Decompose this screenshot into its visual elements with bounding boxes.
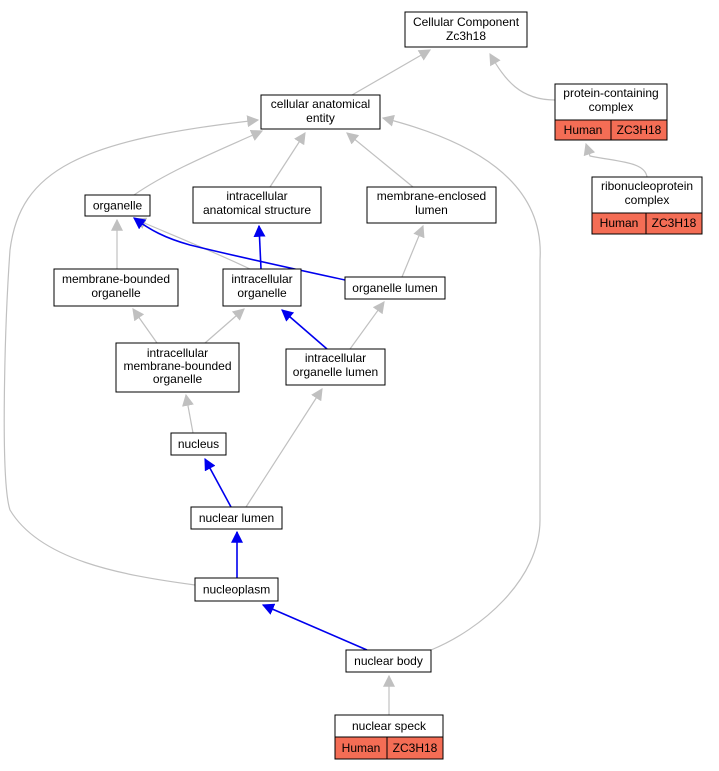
edge-is-a-nucleus-to-imbo (182, 393, 194, 434)
node-intracellular-membrane-bounded-organelle[interactable]: intracellular membrane-bounded organelle (115, 342, 240, 393)
edge-is-a-imbo-to-io (204, 308, 245, 344)
edge-is-a-mel-to-cae (346, 132, 414, 188)
node-label-line: nuclear body (354, 654, 423, 668)
edge-is-a-nplasm-to-cae (3, 115, 260, 586)
node-label-line: lumen (415, 203, 448, 217)
node-label-line: membrane-bounded (123, 359, 231, 373)
edge-part-of-iol-to-io (281, 309, 328, 350)
annotation-gene: ZC3H18 (652, 216, 697, 230)
edge-is-a-nbody-to-cae (381, 114, 541, 651)
annotation-gene-cell (610, 119, 668, 141)
edge-is-a-imbo-to-mbo (132, 308, 158, 344)
node-organelle-lumen[interactable]: organelle lumen (344, 276, 446, 300)
annotation-gene: ZC3H18 (393, 741, 438, 755)
edge-is-a-organelle-to-cae (133, 129, 264, 196)
node-label-line: nuclear speck (352, 719, 427, 733)
node-label-line: Zc3h18 (446, 29, 486, 43)
node-label-line: organelle (93, 199, 143, 213)
edge-is-a-ol-to-mel (401, 224, 425, 278)
edge-part-of-ol-to-organelle (133, 217, 346, 281)
edge-is-a-rnp-to-pcc (583, 142, 648, 178)
edge-is-a-pcc-to-root (489, 52, 556, 101)
node-membrane-bounded-organelle[interactable]: membrane-bounded organelle (53, 268, 179, 307)
node-label-line: ribonucleoprotein (601, 179, 693, 193)
edges-layer (3, 49, 648, 715)
node-label-line: anatomical structure (203, 203, 311, 217)
annotation-gene-cell (645, 212, 703, 235)
edge-part-of-io-to-ias (253, 224, 266, 270)
node-label-line: organelle (91, 286, 141, 300)
node-intracellular-organelle[interactable]: intracellular organelle (222, 268, 302, 307)
edge-is-a-iol-to-ol (349, 301, 385, 350)
node-label-line: membrane-enclosed (377, 189, 486, 203)
edge-part-of-nbody-to-nplasm (261, 603, 368, 651)
node-label-line: intracellular (226, 189, 287, 203)
node-cellular-component-root[interactable]: Cellular Component Zc3h18 (404, 11, 528, 48)
node-protein-containing-complex[interactable]: protein-containing complex Human ZC3H18 (554, 83, 668, 141)
node-nuclear-lumen[interactable]: nuclear lumen (190, 506, 283, 530)
node-label-line: cellular anatomical (271, 97, 370, 111)
node-organelle[interactable]: organelle (84, 194, 151, 217)
node-label-line: intracellular (305, 351, 366, 365)
node-label-line: intracellular (231, 272, 292, 286)
node-label-line: nucleoplasm (203, 583, 270, 597)
node-ribonucleoprotein-complex[interactable]: ribonucleoprotein complex Human ZC3H18 (591, 176, 703, 235)
node-nuclear-speck[interactable]: nuclear speck Human ZC3H18 (334, 714, 444, 760)
node-label-line: complex (589, 100, 634, 114)
edge-part-of-nlumen-to-nucleus (204, 457, 232, 508)
node-nucleus[interactable]: nucleus (170, 432, 227, 456)
node-label-line: membrane-bounded (62, 272, 170, 286)
node-label-line: organelle lumen (352, 281, 437, 295)
node-cellular-anatomical-entity[interactable]: cellular anatomical entity (260, 94, 381, 130)
node-label-line: nuclear lumen (199, 511, 274, 525)
annotation-gene-cell (386, 736, 444, 760)
node-nuclear-body[interactable]: nuclear body (345, 649, 432, 673)
node-membrane-enclosed-lumen[interactable]: membrane-enclosed lumen (366, 186, 497, 224)
nodes-layer: Cellular Component Zc3h18 cellular anato… (53, 11, 703, 760)
annotation-species: Human (600, 216, 639, 230)
node-label-line: entity (306, 111, 335, 125)
edge-is-a-cae-to-root (351, 49, 432, 96)
edge-is-a-nlumen-to-iol (245, 387, 323, 508)
annotation-species: Human (564, 123, 603, 137)
node-label-line: nucleus (178, 437, 219, 451)
node-label-line: Cellular Component (413, 15, 520, 29)
node-nucleoplasm[interactable]: nucleoplasm (194, 577, 279, 602)
node-label-line: protein-containing (563, 86, 658, 100)
edge-is-a-io-to-organelle (133, 217, 251, 270)
node-label-line: organelle lumen (293, 365, 378, 379)
node-label-line: organelle (153, 372, 203, 386)
annotation-gene: ZC3H18 (617, 123, 662, 137)
edge-is-a-ias-to-cae (269, 131, 306, 188)
annotation-species: Human (342, 741, 381, 755)
node-intracellular-organelle-lumen[interactable]: intracellular organelle lumen (285, 348, 386, 386)
node-label-line: complex (625, 193, 670, 207)
node-label-line: intracellular (147, 346, 208, 360)
node-label-line: organelle (237, 286, 287, 300)
node-intracellular-anatomical-structure[interactable]: intracellular anatomical structure (192, 186, 322, 224)
